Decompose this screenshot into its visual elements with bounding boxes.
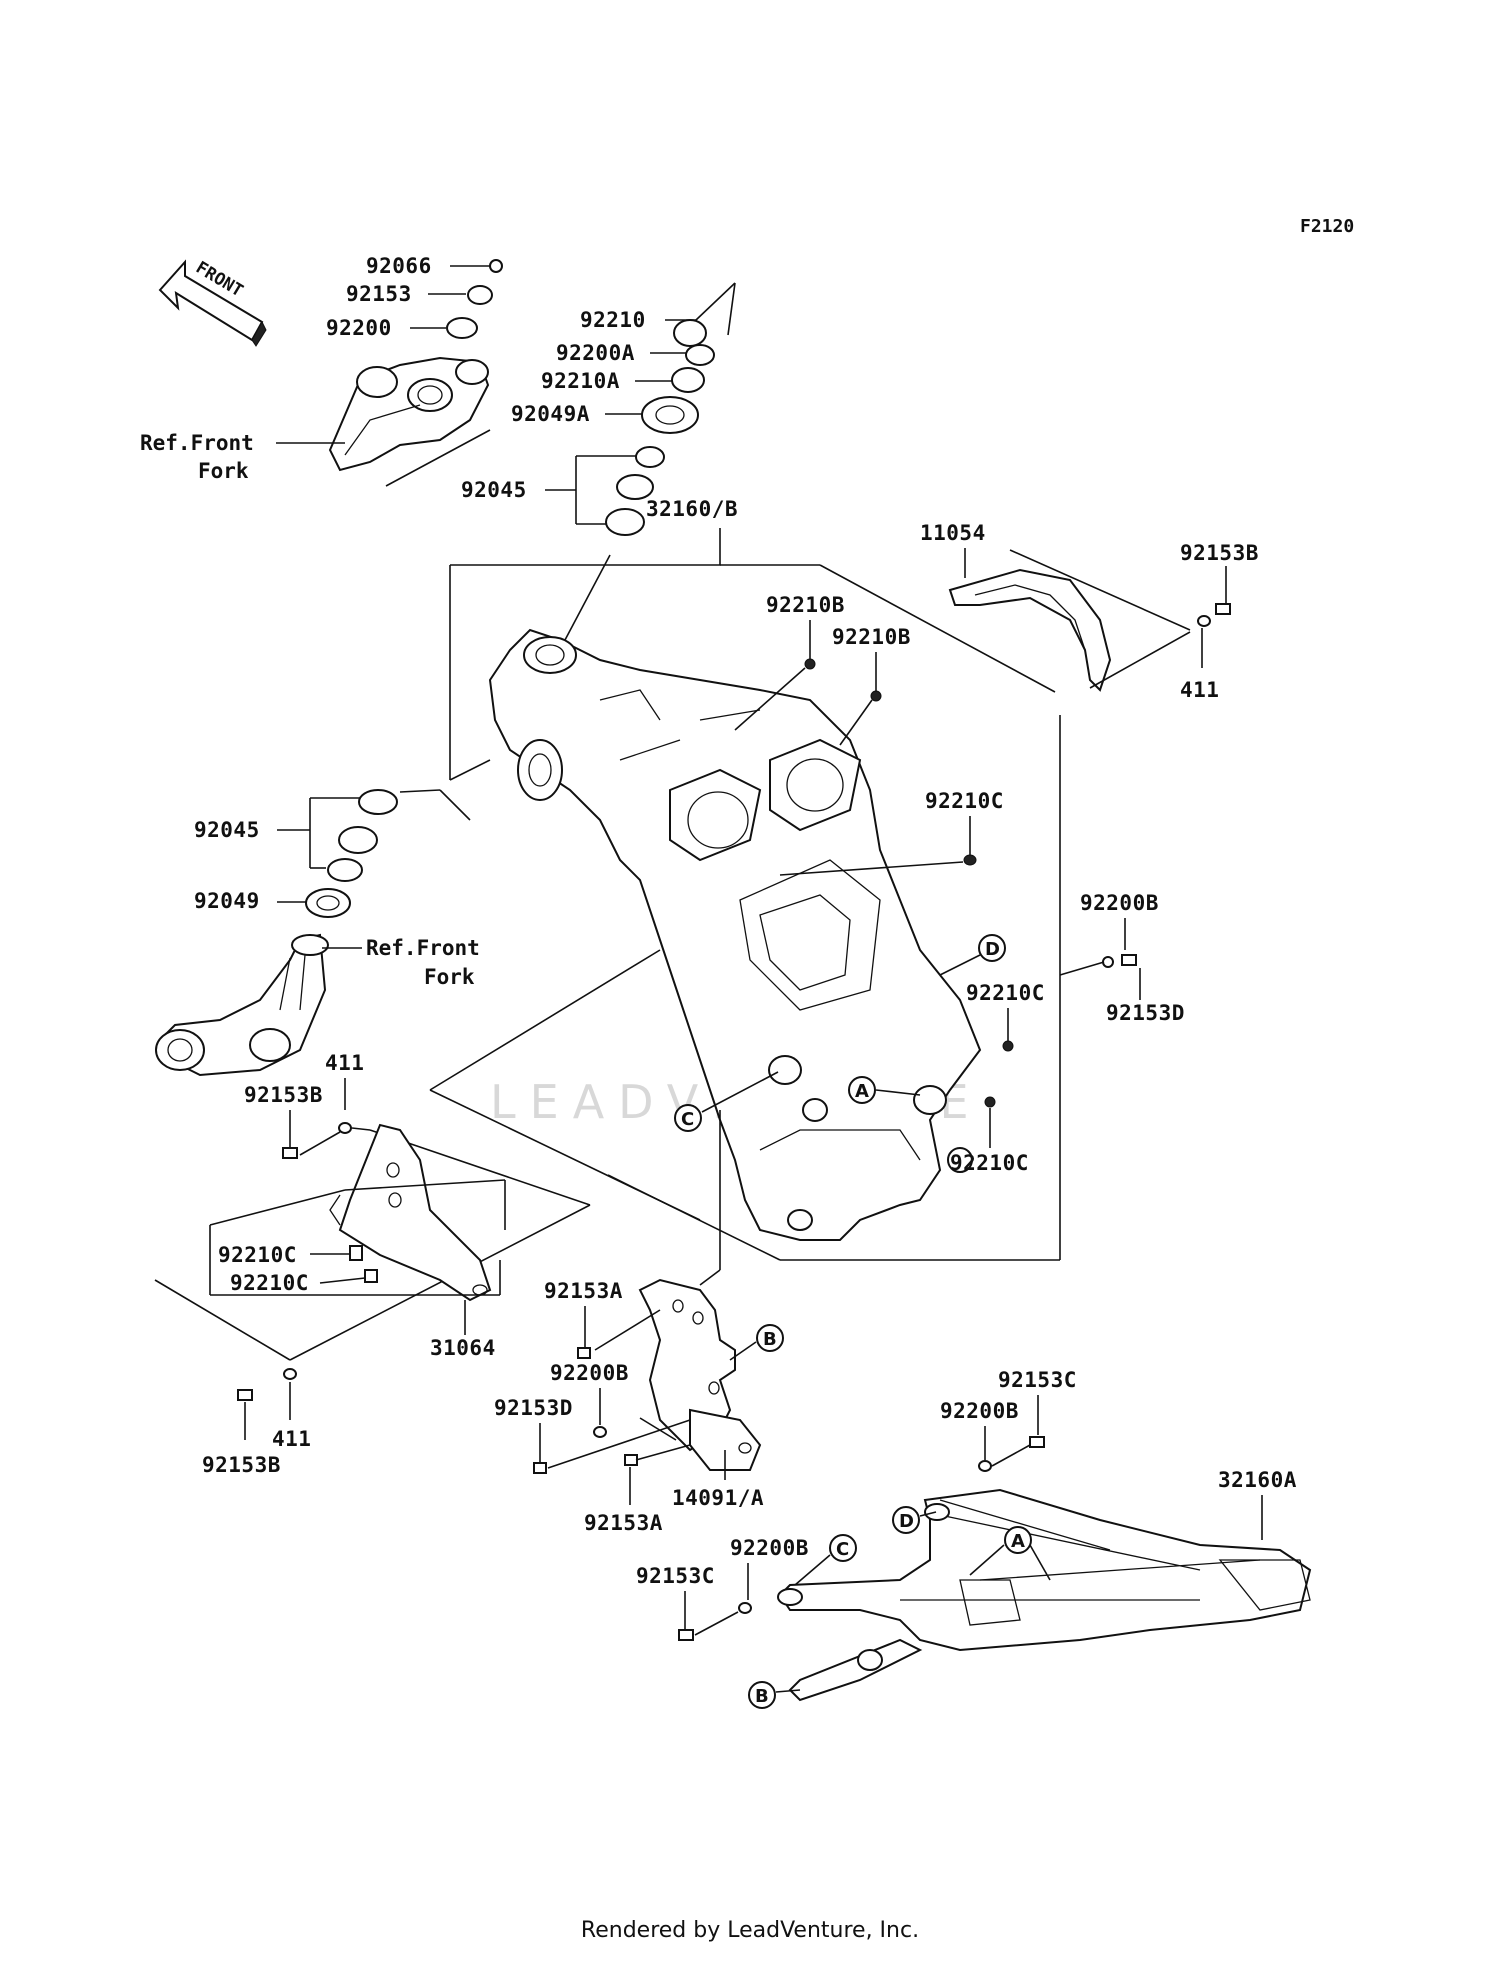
- callout-C-subframe: C: [836, 1539, 849, 1560]
- label-92210: 92210: [580, 308, 646, 332]
- race-92045-top-1: [635, 446, 665, 468]
- washer-92200A: [685, 344, 715, 366]
- label-92045-left: 92045: [194, 818, 260, 842]
- label-92210C-2: 92210C: [966, 981, 1045, 1005]
- locknut-92210: [673, 319, 707, 347]
- label-92210A: 92210A: [541, 369, 620, 393]
- main-frame: [488, 628, 982, 1241]
- label-92153-top: 92153: [346, 282, 412, 306]
- race-92045-left-1: [358, 789, 398, 815]
- label-92153A-1: 92153A: [544, 1279, 623, 1303]
- label-92200B-mid: 92200B: [550, 1361, 629, 1385]
- callout-C-frame: C: [681, 1109, 694, 1130]
- bracket-14091A: [638, 1278, 762, 1471]
- label-92153C-2: 92153C: [636, 1564, 715, 1588]
- callout-B-bracket: B: [763, 1329, 777, 1350]
- callout-D-frame: D: [985, 939, 1000, 960]
- label-92210C-1: 92210C: [925, 789, 1004, 813]
- subframe-32160A: [777, 1488, 1312, 1702]
- callout-D-subframe: D: [899, 1511, 914, 1532]
- label-92200B-sub2: 92200B: [730, 1536, 809, 1560]
- label-92210B-2: 92210B: [832, 625, 911, 649]
- label-92200A: 92200A: [556, 341, 635, 365]
- label-32160A: 32160A: [1218, 1468, 1297, 1492]
- label-92153D-mid: 92153D: [494, 1396, 573, 1420]
- upper-triple-clamp: [328, 356, 490, 472]
- render-credit-footer: Rendered by LeadVenture, Inc.: [580, 1918, 920, 1943]
- label-92153A-2: 92153A: [584, 1511, 663, 1535]
- lower-triple-clamp: [155, 933, 329, 1077]
- label-92045-top: 92045: [461, 478, 527, 502]
- label-92210C-3: 92210C: [950, 1151, 1029, 1175]
- label-31064: 31064: [430, 1336, 496, 1360]
- cap-92066: [489, 259, 503, 273]
- seal-92049: [305, 888, 351, 918]
- label-92210C-4: 92210C: [218, 1243, 297, 1267]
- label-92200-top: 92200: [326, 316, 392, 340]
- bracket-11054: [948, 568, 1112, 692]
- label-411-right: 411: [1180, 678, 1219, 702]
- locknut-92210A: [671, 367, 705, 393]
- label-92153B-bottom: 92153B: [202, 1453, 281, 1477]
- ref-front-fork-mid-line2: Fork: [424, 965, 475, 989]
- label-11054: 11054: [920, 521, 986, 545]
- label-92153C-1: 92153C: [998, 1368, 1077, 1392]
- label-92200B-right: 92200B: [1080, 891, 1159, 915]
- label-92153B-left: 92153B: [244, 1083, 323, 1107]
- nut-92153: [467, 285, 493, 305]
- label-92210B-1: 92210B: [766, 593, 845, 617]
- callout-B-subframe: B: [755, 1686, 769, 1707]
- ref-front-fork-top-line1: Ref.Front: [140, 431, 254, 455]
- label-92153D-right: 92153D: [1106, 1001, 1185, 1025]
- ref-front-fork-mid-line1: Ref.Front: [366, 936, 480, 960]
- label-411-left: 411: [325, 1051, 364, 1075]
- label-92066: 92066: [366, 254, 432, 278]
- bearing-92045-left: [338, 826, 378, 854]
- label-92210C-5: 92210C: [230, 1271, 309, 1295]
- callout-A-frame: A: [855, 1081, 869, 1102]
- label-92049A: 92049A: [511, 402, 590, 426]
- race-92045-left-2: [327, 858, 363, 882]
- race-92045-top-2: [605, 508, 645, 536]
- label-92200B-sub1: 92200B: [940, 1399, 1019, 1423]
- label-14091A: 14091/A: [672, 1486, 764, 1510]
- bracket-31064: [329, 1123, 492, 1302]
- bearing-92045-top: [616, 474, 654, 500]
- label-92153B-right: 92153B: [1180, 541, 1259, 565]
- washer-92200: [446, 317, 478, 339]
- label-32160B: 32160/B: [646, 497, 738, 521]
- label-411-bottom: 411: [272, 1427, 311, 1451]
- front-direction-arrow: FRONT: [158, 258, 267, 347]
- label-92049: 92049: [194, 889, 260, 913]
- callout-A-subframe: A: [1011, 1531, 1025, 1552]
- seal-92049A: [641, 396, 699, 434]
- diagram-code: F2120: [1300, 216, 1354, 237]
- ref-front-fork-top-line2: Fork: [198, 459, 249, 483]
